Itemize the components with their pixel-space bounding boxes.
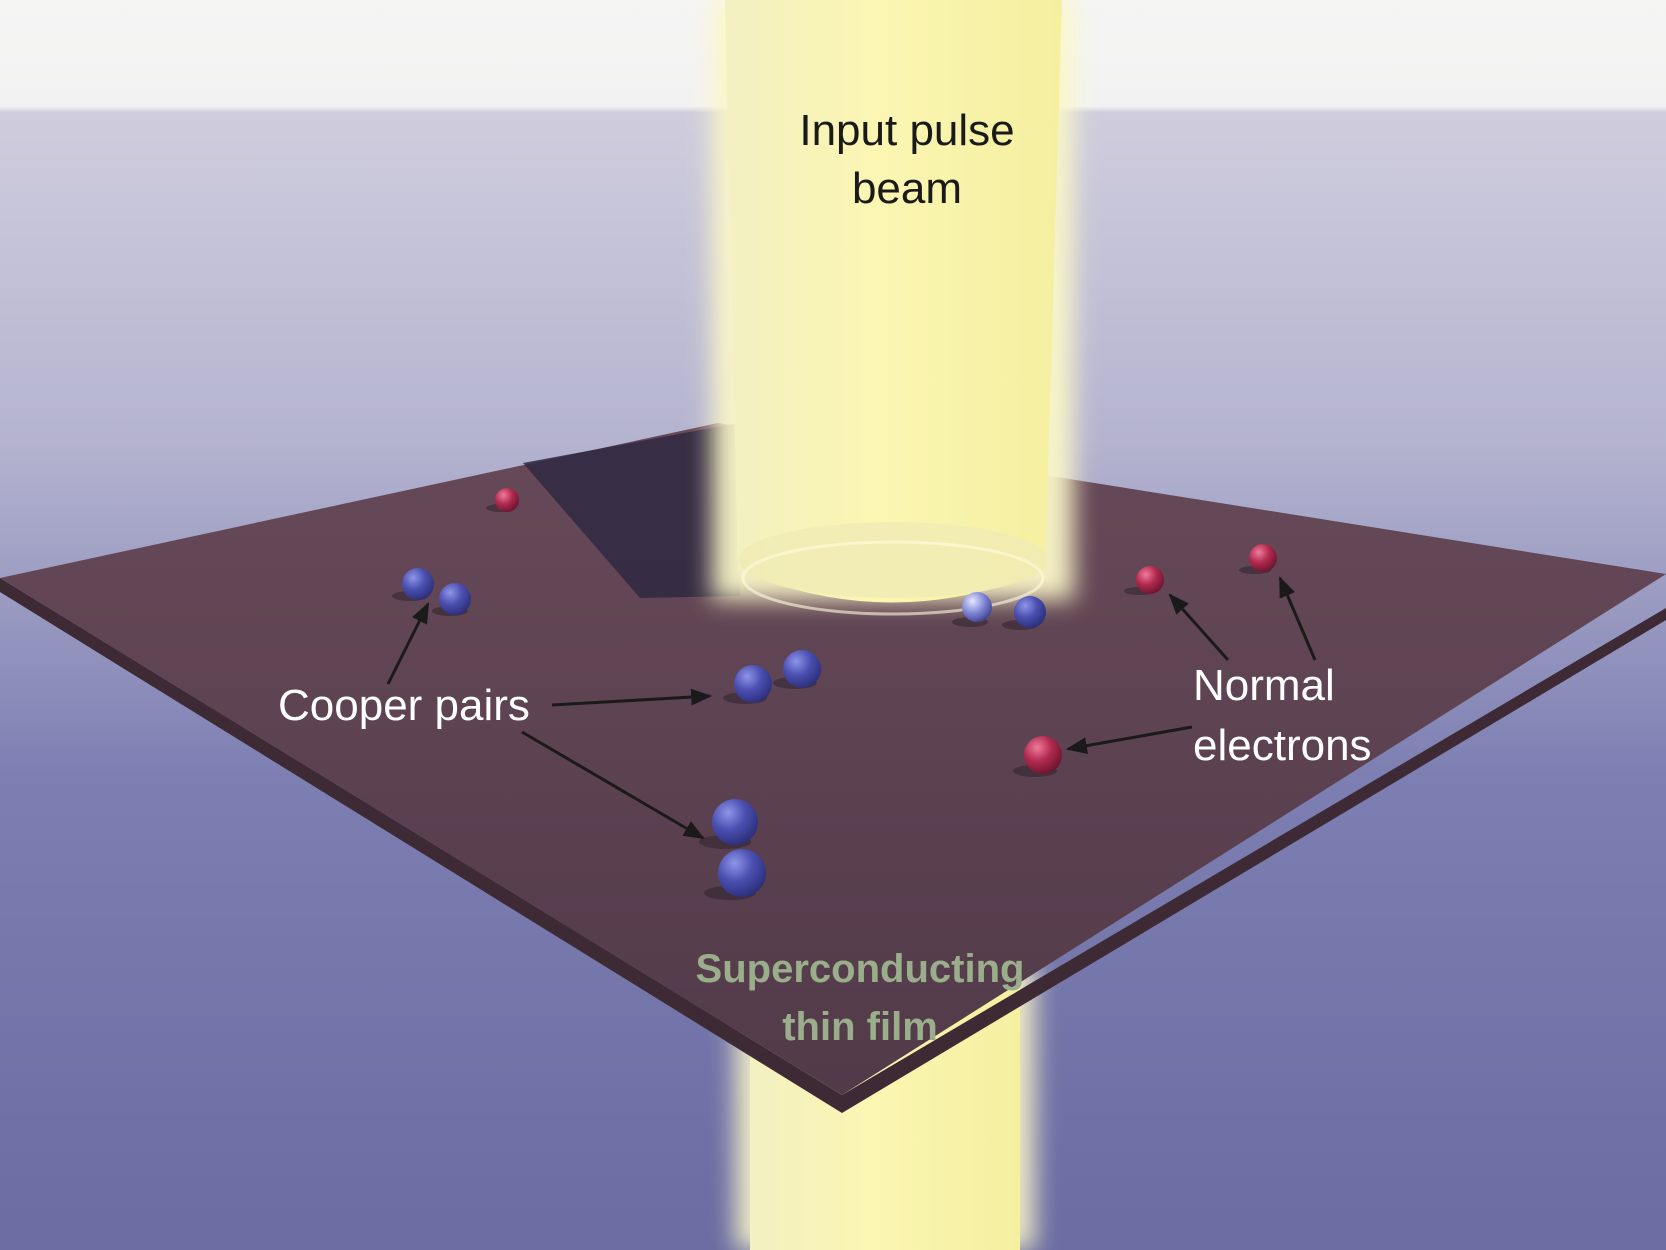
arrow-normal-2 bbox=[1278, 576, 1317, 661]
arrow-normal-1 bbox=[1168, 593, 1230, 661]
beam-label-line2: beam bbox=[852, 164, 962, 213]
cooper-pair-electron bbox=[962, 592, 992, 622]
cooper-pair-electron bbox=[734, 665, 772, 703]
arrow-cooper-1 bbox=[386, 602, 430, 685]
particles bbox=[392, 488, 1277, 900]
normal-electron bbox=[1024, 736, 1062, 774]
cooper-pairs-label: Cooper pairs bbox=[278, 681, 530, 730]
cooper-pair-electron bbox=[712, 799, 758, 845]
arrow-cooper-2 bbox=[551, 688, 713, 707]
cooper-pair-electron bbox=[439, 583, 471, 615]
film-label-line2: thin film bbox=[782, 1005, 938, 1049]
arrows bbox=[386, 576, 1317, 840]
cooper-pair-electron bbox=[718, 849, 766, 897]
cooper-pair-electron bbox=[402, 568, 434, 600]
normal-electron bbox=[1249, 544, 1277, 572]
arrow-cooper-3 bbox=[521, 730, 705, 840]
arrow-normal-3 bbox=[1065, 725, 1193, 754]
beam-shadow bbox=[523, 423, 740, 598]
cooper-pair-electron bbox=[783, 650, 821, 688]
beam-label-line1: Input pulse bbox=[799, 106, 1014, 155]
normal-electron bbox=[495, 488, 519, 512]
cooper-pair-electron bbox=[1014, 596, 1046, 628]
normal-electrons-label-line1: Normal bbox=[1193, 661, 1335, 710]
normal-electrons-label-line2: electrons bbox=[1193, 721, 1372, 770]
film-label-line1: Superconducting bbox=[696, 947, 1025, 991]
beam-upper bbox=[712, 0, 1074, 616]
normal-electron bbox=[1136, 566, 1164, 594]
